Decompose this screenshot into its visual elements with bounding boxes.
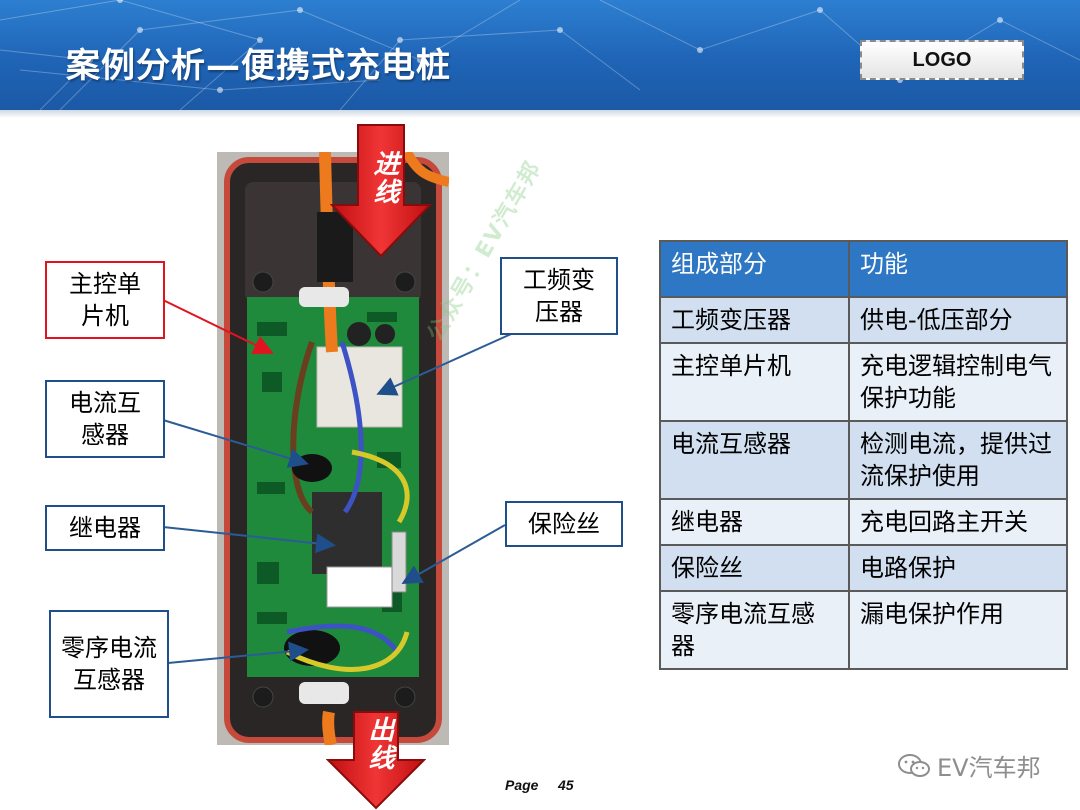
header-network-graphic xyxy=(0,0,1080,110)
table-cell-component: 继电器 xyxy=(659,498,850,546)
table-row: 工频变压器 供电-低压部分 xyxy=(659,296,1068,344)
incoming-arrow-label: 进线 xyxy=(369,150,399,206)
table-cell-function: 电路保护 xyxy=(848,544,1068,592)
table-cell-function: 充电回路主开关 xyxy=(848,498,1068,546)
table-cell-component: 保险丝 xyxy=(659,544,850,592)
callout-transformer: 工频变压器 xyxy=(500,257,618,335)
table-row: 保险丝 电路保护 xyxy=(659,544,1068,592)
page-number: 45 xyxy=(558,777,574,793)
slide-title: 案例分析—便携式充电桩 xyxy=(66,46,451,86)
wechat-icon xyxy=(898,753,930,777)
logo-placeholder: LOGO xyxy=(860,40,1024,80)
table-header-row: 组成部分 功能 xyxy=(659,240,1068,298)
table-cell-function: 充电逻辑控制电气保护功能 xyxy=(848,342,1068,422)
table-row: 零序电流互感器 漏电保护作用 xyxy=(659,590,1068,670)
table-cell-component: 零序电流互感器 xyxy=(659,590,850,670)
table-row: 继电器 充电回路主开关 xyxy=(659,498,1068,546)
callout-zero-sequence-ct: 零序电流互感器 xyxy=(49,610,169,718)
table-header-cell: 功能 xyxy=(848,240,1068,298)
components-table: 组成部分 功能 工频变压器 供电-低压部分 主控单片机 充电逻辑控制电气保护功能… xyxy=(659,240,1068,670)
brand-name: EV汽车邦 xyxy=(937,754,1041,782)
brand-mark: EV汽车邦 xyxy=(897,748,1041,783)
header-band: 案例分析—便携式充电桩 LOGO xyxy=(0,0,1080,110)
table-cell-function: 供电-低压部分 xyxy=(848,296,1068,344)
callout-mcu: 主控单片机 xyxy=(45,261,165,339)
table-cell-function: 检测电流，提供过流保护使用 xyxy=(848,420,1068,500)
callout-fuse: 保险丝 xyxy=(505,501,623,547)
table-cell-function: 漏电保护作用 xyxy=(848,590,1068,670)
table-cell-component: 工频变压器 xyxy=(659,296,850,344)
callout-current-transformer: 电流互感器 xyxy=(45,380,165,458)
callout-relay: 继电器 xyxy=(45,505,165,551)
header-divider xyxy=(0,110,1080,118)
outgoing-arrow-icon xyxy=(326,711,426,810)
outgoing-arrow-label: 出线 xyxy=(364,716,394,772)
table-cell-component: 电流互感器 xyxy=(659,420,850,500)
page-label: Page xyxy=(505,777,539,793)
table-cell-component: 主控单片机 xyxy=(659,342,850,422)
table-header-cell: 组成部分 xyxy=(659,240,850,298)
incoming-arrow-icon xyxy=(330,124,432,258)
table-row: 电流互感器 检测电流，提供过流保护使用 xyxy=(659,420,1068,500)
table-row: 主控单片机 充电逻辑控制电气保护功能 xyxy=(659,342,1068,422)
